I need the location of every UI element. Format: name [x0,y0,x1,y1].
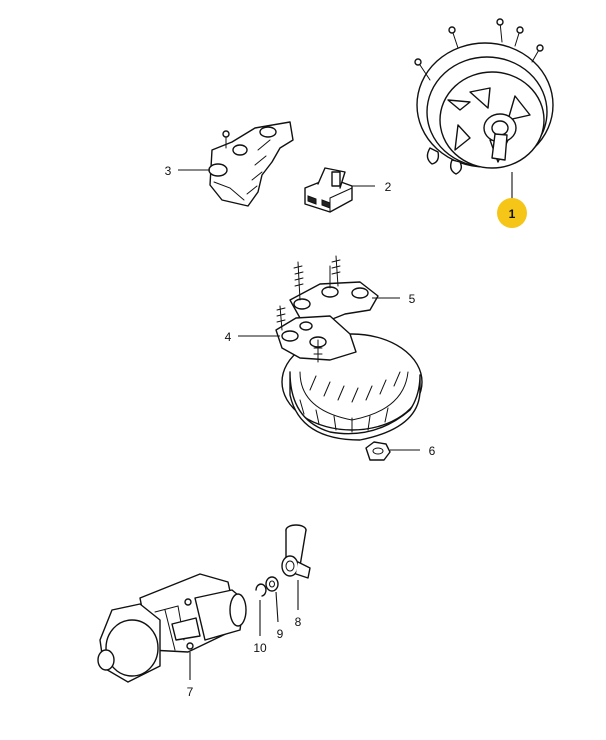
callout-4-label: 4 [225,330,232,344]
callout-7-label: 7 [187,685,194,699]
part-fitting[interactable] [281,524,311,579]
part-regulator[interactable] [304,167,353,213]
part-upper-plate[interactable] [289,255,379,323]
callout-10-label: 10 [253,641,267,655]
callout-3-label: 3 [165,164,172,178]
part-bracket[interactable] [208,121,294,207]
leader-9 [275,591,279,623]
part-starter-motor[interactable] [97,573,247,683]
part-washer[interactable] [265,576,279,592]
part-alternator[interactable] [414,18,554,175]
callout-1-label: 1 [509,207,516,221]
callout-8-label: 8 [295,615,302,629]
part-lower-plate[interactable] [275,305,357,363]
part-lock-washer[interactable] [255,583,267,597]
callout-1-highlight[interactable] [497,198,527,228]
callout-2-label: 2 [385,180,392,194]
callout-6-label: 6 [429,444,436,458]
callout-9-label: 9 [277,627,284,641]
part-nut[interactable] [365,441,391,461]
callout-5-label: 5 [409,292,416,306]
